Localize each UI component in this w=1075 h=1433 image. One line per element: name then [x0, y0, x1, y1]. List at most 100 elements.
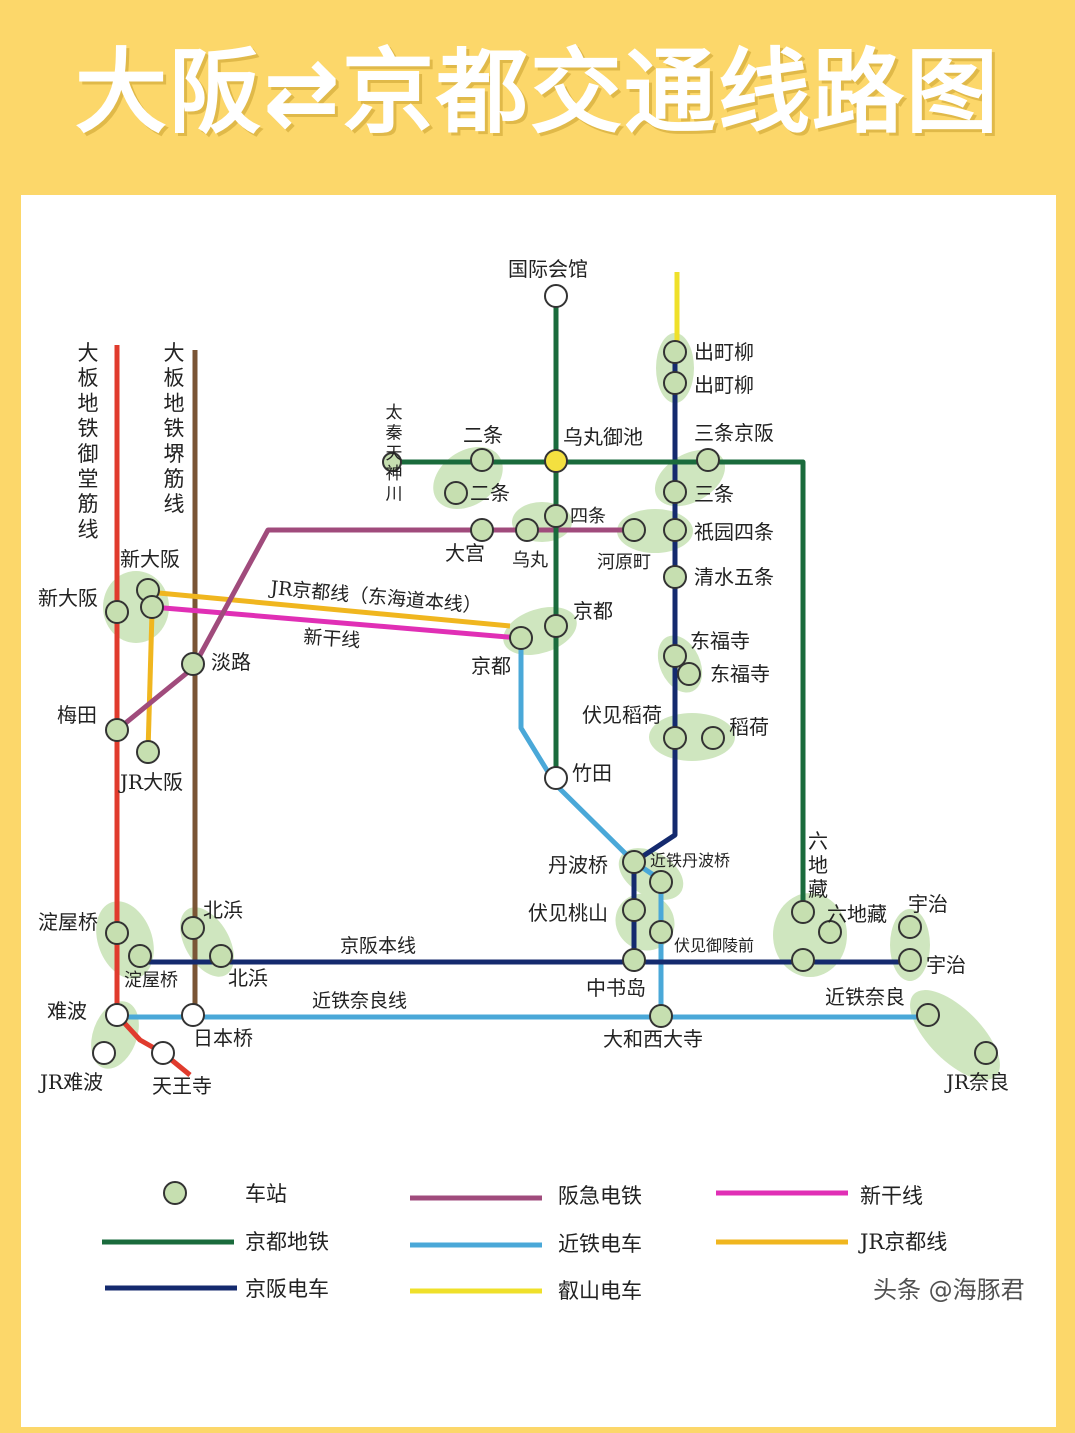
line-label-sakaisuji: 大板地铁堺筋线	[164, 341, 185, 516]
line-labels: JR京都线（东海道本线） 新干线 京阪本线 近铁奈良线	[268, 577, 483, 1012]
station-label-tennoji: 天王寺	[152, 1074, 212, 1098]
station-label-shijo: 四条	[570, 506, 606, 527]
station-label-uzumasa: 太秦天神川	[386, 403, 403, 505]
station-jr-nara	[974, 1041, 998, 1065]
stations	[92, 284, 998, 1065]
station-label-inari: 稻荷	[729, 715, 769, 739]
legend-label-jr-kyoto: JR京都线	[858, 1230, 947, 1254]
station-nipponbashi	[181, 1003, 205, 1027]
station-karasuma-oike	[544, 449, 568, 473]
station-uzumasa	[382, 452, 402, 472]
legend-label-station: 车站	[245, 1182, 287, 1206]
station-label-gion-shijo: 祇园四条	[694, 520, 774, 544]
station-namba	[105, 1003, 129, 1027]
station-kitahama-2	[209, 944, 233, 968]
station-karasuma	[515, 518, 539, 542]
transfer-zone-nijo	[433, 446, 503, 510]
station-fushimi-goryomae	[649, 920, 673, 944]
map-panel: 大板地铁御堂筋线 大板地铁堺筋线 太秦天神川 六地藏 JR京都线（东海道本线） …	[21, 195, 1056, 1427]
station-label-jr-namba: JR难波	[38, 1070, 103, 1094]
station-label-kawaramachi: 河原町	[597, 552, 651, 573]
station-label-shin-osaka-1: 新大阪	[38, 586, 98, 610]
hankyu-line	[115, 527, 634, 732]
station-label-fushimi-momoyama: 伏见桃山	[528, 901, 608, 925]
vertical-line-labels: 大板地铁御堂筋线 大板地铁堺筋线 太秦天神川 六地藏	[78, 341, 829, 901]
station-label-kitahama-1: 北浜	[203, 898, 243, 922]
station-label-kokusai-kaikan: 国际会馆	[508, 257, 588, 281]
station-label-yodoyabashi-1: 淀屋桥	[38, 910, 98, 934]
station-awaji	[181, 652, 205, 676]
station-kyoto-2	[509, 626, 533, 650]
station-label-omiya: 大宫	[445, 541, 485, 565]
station-label-karasuma: 乌丸	[512, 550, 548, 571]
legend-label-eizan: 叡山电车	[558, 1279, 642, 1303]
station-label-jr-nara: JR奈良	[944, 1070, 1009, 1094]
station-label-sanjo: 三条	[694, 482, 734, 506]
station-kintetsu-tambabashi	[649, 870, 673, 894]
legend-station-marker	[163, 1181, 187, 1205]
station-uji-2	[898, 948, 922, 972]
station-kyoto-1	[544, 614, 568, 638]
station-nijo-2	[444, 481, 468, 505]
line-label-keihan: 京阪本线	[340, 935, 416, 957]
station-label-yamato-saidaiji: 大和西大寺	[603, 1027, 703, 1051]
station-label-fushimi-inari: 伏见稻荷	[582, 703, 662, 727]
station-demachiyanagi-1	[663, 340, 687, 364]
station-label-demachiyanagi-1: 出町柳	[694, 340, 754, 364]
station-inari	[701, 726, 725, 750]
legend-label-kyoto-subway: 京都地铁	[245, 1230, 329, 1254]
station-tofukuji-1	[663, 644, 687, 668]
station-label-kintetsu-nara: 近铁奈良	[825, 985, 905, 1009]
station-label-nipponbashi: 日本桥	[193, 1026, 253, 1050]
station-takeda	[544, 766, 568, 790]
station-shijo	[544, 504, 568, 528]
station-chushojima	[622, 948, 646, 972]
station-fushimi-momoyama	[622, 898, 646, 922]
station-label-namba: 难波	[47, 999, 87, 1023]
station-yodoyabashi-1	[105, 921, 129, 945]
legend-label-hankyu: 阪急电铁	[558, 1184, 642, 1208]
station-label-uji-1: 宇治	[908, 892, 948, 916]
station-kintetsu-nara	[916, 1003, 940, 1027]
station-label-kintetsu-tambabashi: 近铁丹波桥	[650, 851, 730, 870]
station-nijo-1	[470, 448, 494, 472]
station-tofukuji-2	[677, 662, 701, 686]
station-kitahama-1	[181, 916, 205, 940]
line-label-kintetsu-nara: 近铁奈良线	[312, 990, 407, 1012]
watermark: 头条 @海豚君	[873, 1276, 1025, 1304]
station-label-umeda: 梅田	[57, 703, 97, 727]
station-tennoji	[151, 1041, 175, 1065]
station-label-tofukuji-1: 东福寺	[690, 629, 750, 653]
station-kiyomizu-gojo	[663, 565, 687, 589]
station-shin-osaka-3	[140, 595, 164, 619]
station-kokusai-kaikan	[544, 284, 568, 308]
station-label-fushimi-goryomae: 伏见御陵前	[674, 936, 754, 955]
station-umeda	[105, 718, 129, 742]
station-sanjo-keihan	[696, 448, 720, 472]
station-demachiyanagi-2	[663, 371, 687, 395]
station-fushimi-inari	[663, 726, 687, 750]
station-label-shin-osaka-2: 新大阪	[120, 547, 180, 571]
kintetsu-kyoto-line	[518, 638, 664, 1017]
station-label-sanjo-keihan: 三条京阪	[694, 421, 774, 445]
jr-osaka-branch	[145, 611, 155, 753]
station-sanjo	[663, 480, 687, 504]
line-label-shinkansen: 新干线	[303, 626, 361, 652]
station-label-chushojima: 中书岛	[586, 976, 646, 1000]
legend: 车站 京都地铁 京阪电车 阪急电铁 近铁电车 叡山电车 新干线 JR京都线	[102, 1181, 947, 1303]
station-rokujizo-2	[818, 920, 842, 944]
station-label-tofukuji-2: 东福寺	[710, 662, 770, 686]
station-label-rokujizo-vertical: 六地藏	[808, 829, 828, 901]
station-label-demachiyanagi-2: 出町柳	[694, 373, 754, 397]
station-omiya	[470, 518, 494, 542]
route-map: 大板地铁御堂筋线 大板地铁堺筋线 太秦天神川 六地藏 JR京都线（东海道本线） …	[38, 257, 1009, 1303]
station-shin-osaka-1	[105, 600, 129, 624]
station-rokujizo-1	[791, 900, 815, 924]
station-label-karasuma-oike: 乌丸御池	[563, 425, 643, 449]
legend-label-kintetsu: 近铁电车	[558, 1232, 642, 1256]
station-kawaramachi	[622, 518, 646, 542]
legend-label-shinkansen: 新干线	[860, 1184, 923, 1208]
station-label-kyoto-2: 京都	[471, 654, 511, 678]
station-yamato-saidaiji	[649, 1004, 673, 1028]
station-label-tambabashi: 丹波桥	[548, 853, 608, 877]
